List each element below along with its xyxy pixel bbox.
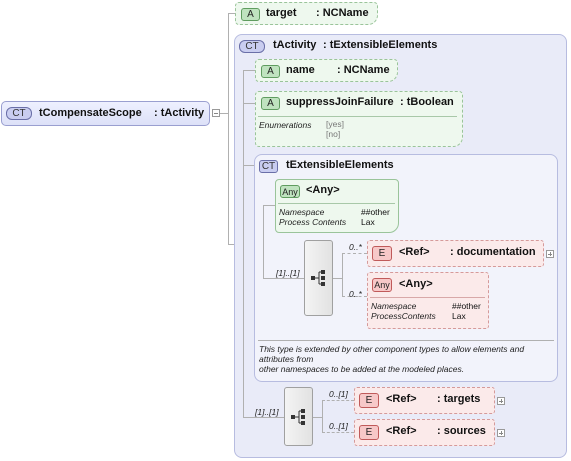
expand-icon[interactable] [497, 429, 505, 437]
element-ref: <Ref> [386, 425, 417, 437]
textensibleelements-name: tExtensibleElements [286, 159, 394, 171]
connector [243, 417, 284, 418]
connector [263, 205, 264, 279]
attribute-type: : tBoolean [400, 96, 454, 108]
namespace-value: ##other [361, 207, 390, 217]
element-name: : sources [437, 425, 486, 437]
attribute-name: target [266, 7, 297, 19]
element-name: : documentation [450, 246, 536, 258]
connector [228, 13, 235, 14]
collapse-icon[interactable] [212, 109, 220, 117]
attribute-badge: A [241, 8, 260, 21]
connector [333, 278, 342, 279]
any-name: <Any> [399, 278, 433, 290]
any-badge: Any [280, 185, 300, 198]
element-badge: E [372, 246, 392, 261]
connector [220, 113, 229, 114]
connector [228, 244, 236, 245]
expand-icon[interactable] [497, 397, 505, 405]
tactivity-name: tActivity [273, 39, 317, 51]
attribute-name-node[interactable] [255, 59, 398, 82]
process-contents-label: ProcessContents [371, 311, 436, 321]
enumerations-label: Enumerations [259, 120, 312, 130]
connector [322, 400, 354, 401]
process-contents-label: Process Contents [279, 217, 347, 227]
connector [263, 278, 304, 279]
attribute-type: : NCName [337, 64, 390, 76]
element-badge: E [359, 425, 379, 440]
connector [313, 417, 322, 418]
any-badge: Any [372, 278, 392, 292]
attribute-badge: A [261, 65, 280, 78]
connector [243, 70, 255, 71]
sequence-icon [291, 409, 305, 425]
attribute-target[interactable] [235, 2, 378, 25]
any-name: <Any> [306, 184, 340, 196]
ct-badge: CT [6, 107, 32, 120]
divider [258, 340, 554, 341]
any-element-multiplicity: 0..* [349, 289, 362, 299]
note-line: other namespaces to be added at the mode… [259, 364, 465, 374]
connector [243, 103, 255, 104]
documentation-multiplicity: 0..* [349, 242, 362, 252]
connector [342, 253, 343, 296]
element-targets[interactable] [354, 387, 495, 414]
process-contents-value: Lax [361, 217, 375, 227]
divider [258, 116, 457, 117]
attribute-name: name [286, 64, 315, 76]
root-type: : tActivity [154, 107, 205, 119]
connector [228, 13, 229, 245]
attribute-type: : NCName [316, 7, 369, 19]
connector [342, 253, 367, 254]
note-line: This type is extended by other component… [259, 344, 525, 364]
enum-value: [no] [326, 129, 341, 139]
namespace-label: Namespace [279, 207, 325, 217]
connector [263, 205, 276, 206]
enum-value: [yes] [326, 119, 344, 129]
root-node[interactable] [1, 101, 210, 126]
process-contents-value: Lax [452, 311, 466, 321]
connector [243, 165, 255, 166]
root-name: tCompensateScope [39, 107, 142, 119]
sequence-icon [311, 270, 325, 286]
namespace-label: Namespace [371, 301, 417, 311]
element-ref: <Ref> [386, 393, 417, 405]
element-badge: E [359, 393, 379, 408]
element-documentation[interactable] [367, 240, 544, 267]
sources-multiplicity: 0..[1] [329, 421, 348, 431]
attribute-suppressjoinfailure[interactable] [255, 91, 463, 147]
element-name: : targets [437, 393, 481, 405]
tactivity-type: : tExtensibleElements [323, 39, 438, 51]
connector [342, 296, 367, 297]
divider [278, 203, 395, 204]
targets-multiplicity: 0..[1] [329, 389, 348, 399]
ct-badge: CT [239, 40, 265, 53]
ct-badge: CT [259, 160, 278, 173]
attribute-badge: A [261, 97, 280, 110]
namespace-value: ##other [452, 301, 481, 311]
expand-icon[interactable] [546, 250, 554, 258]
connector [322, 432, 354, 433]
connector [243, 70, 244, 418]
element-ref: <Ref> [399, 246, 430, 258]
attribute-name: suppressJoinFailure [286, 96, 394, 108]
sequence-multiplicity: [1]..[1] [276, 268, 300, 278]
divider [370, 297, 485, 298]
connector [322, 400, 323, 433]
sequence-multiplicity: [1]..[1] [255, 407, 279, 417]
